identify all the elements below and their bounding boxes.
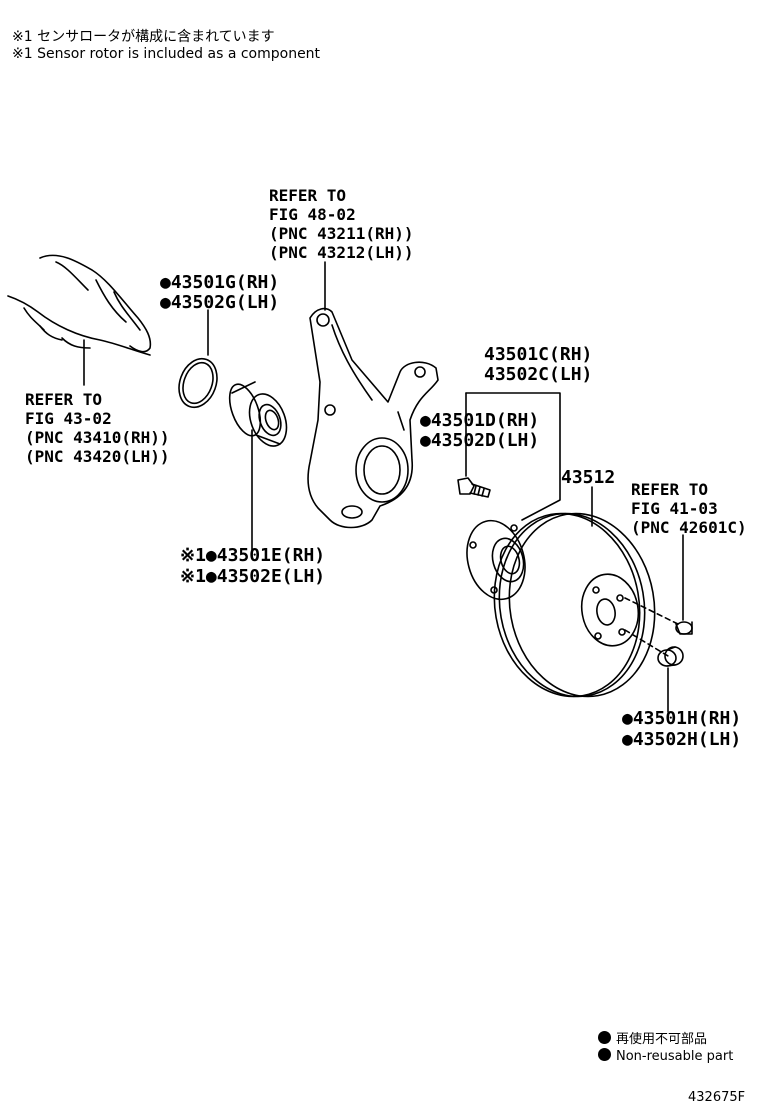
ref-knuckle-line1: REFER TO: [269, 186, 347, 205]
nut-rh: ●43501H(RH): [622, 708, 742, 729]
nut-lh: ●43502H(LH): [622, 729, 742, 750]
bearing-lh: ※1●43502E(LH): [180, 566, 326, 587]
figure-id: 432675F: [688, 1090, 746, 1105]
ref-nut-line3: (PNC 42601C): [631, 518, 747, 537]
snap-ring-rh: ●43501G(RH): [160, 272, 280, 293]
snap-ring-lh: ●43502G(LH): [160, 292, 280, 313]
ref-nut-line1: REFER TO: [631, 480, 709, 499]
hub-assy-lh: 43502C(LH): [484, 364, 593, 385]
bearing-rh: ※1●43501E(RH): [180, 545, 326, 566]
legend-jp: 再使用不可部品: [598, 1028, 707, 1047]
disc-number: 43512: [561, 467, 616, 488]
hub-bolt: [457, 477, 491, 498]
non-reusable-dot-icon: [598, 1031, 611, 1044]
hub-bolt-rh: ●43501D(RH): [420, 410, 540, 431]
legend-en: Non-reusable part: [598, 1048, 733, 1064]
ref-knuckle-line2: FIG 48-02: [269, 205, 356, 224]
hub-nut: [657, 646, 684, 667]
drive-shaft-illustration: [7, 254, 152, 356]
disc-rotor: [493, 512, 656, 698]
hub-bolt-lh: ●43502D(LH): [420, 430, 540, 451]
ref-shaft-line3: (PNC 43410(RH)): [25, 428, 170, 447]
wheel-nut: [675, 621, 693, 635]
note-en: ※1 Sensor rotor is included as a compone…: [12, 46, 321, 62]
ref-shaft-line1: REFER TO: [25, 390, 103, 409]
hub-assy-rh: 43501C(RH): [484, 344, 593, 365]
ref-knuckle-line4: (PNC 43212(LH)): [269, 243, 414, 262]
ref-shaft-line4: (PNC 43420(LH)): [25, 447, 170, 466]
ref-nut-line2: FIG 41-03: [631, 499, 718, 518]
ref-knuckle-line3: (PNC 43211(RH)): [269, 224, 414, 243]
bearing: [228, 381, 288, 447]
ref-shaft-line2: FIG 43-02: [25, 409, 112, 428]
non-reusable-dot-icon: [598, 1048, 611, 1061]
steering-knuckle: [307, 307, 439, 529]
note-jp: ※1 センサロータが構成に含まれています: [12, 29, 275, 45]
snap-ring: [178, 357, 218, 409]
